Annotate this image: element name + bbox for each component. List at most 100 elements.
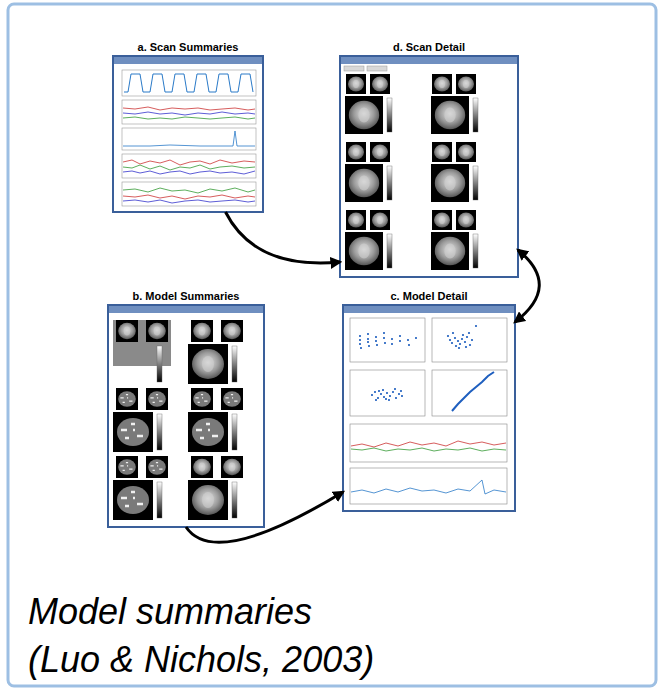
- plot-panel: [432, 318, 507, 362]
- colorbar: [232, 346, 237, 382]
- brain-slice: [370, 210, 390, 230]
- window-b-figure: [108, 305, 264, 527]
- brain-slice: [191, 388, 213, 410]
- window-frame: [113, 56, 263, 212]
- window-title: a. Scan Summaries: [113, 40, 263, 54]
- colorbar: [157, 482, 162, 518]
- brain-slice: [188, 412, 228, 452]
- brain-slice: [116, 388, 138, 410]
- brain-slice: [221, 388, 243, 410]
- window-title: c. Model Detail: [343, 289, 515, 303]
- brain-slice: [431, 164, 469, 202]
- colorbar: [473, 98, 478, 132]
- curved-arrow: [226, 212, 341, 263]
- colorbar: [232, 482, 237, 518]
- figure-caption: Model summaries (Luo & Nichols, 2003): [28, 588, 384, 684]
- brain-slice: [113, 412, 153, 452]
- brain-slice: [221, 320, 243, 342]
- screenshot-window: d. Scan Detail: [340, 40, 518, 277]
- colorbar: [387, 98, 392, 132]
- brain-slice: [345, 164, 383, 202]
- brain-slice: [345, 96, 383, 134]
- trace: [123, 131, 255, 146]
- trace: [123, 107, 255, 110]
- plot-panel: [350, 424, 507, 462]
- plot-panel: [122, 182, 256, 206]
- plot-panel: [122, 128, 256, 150]
- brain-slice: [346, 142, 366, 162]
- window-titlebar: [114, 57, 262, 64]
- trace: [123, 165, 255, 170]
- brain-slice: [456, 210, 476, 230]
- brain-slice: [113, 480, 153, 520]
- window-a-figure: [113, 56, 263, 212]
- window-title: b. Model Summaries: [108, 289, 264, 303]
- scatter-dots: [372, 389, 402, 400]
- brain-slice: [431, 96, 469, 134]
- brain-slice: [345, 232, 383, 270]
- brain-slice: [432, 210, 452, 230]
- plot-panel: [122, 154, 256, 178]
- plot-panel: [350, 318, 425, 362]
- regressor-trace: [124, 74, 253, 92]
- scatter-dots: [448, 326, 476, 348]
- trace: [123, 188, 255, 193]
- trace: [351, 480, 506, 494]
- brain-slice: [146, 388, 168, 410]
- brain-slice: [188, 344, 228, 384]
- window-title: d. Scan Detail: [340, 40, 518, 54]
- brain-slice: [146, 320, 168, 342]
- colorbar: [157, 346, 162, 382]
- brain-slice: [431, 232, 469, 270]
- brain-slice: [456, 142, 476, 162]
- window-d-figure: [340, 56, 518, 277]
- screenshot-window: c. Model Detail: [343, 289, 515, 511]
- colorbar: [473, 166, 478, 200]
- trace: [351, 448, 506, 451]
- brain-slice: [191, 456, 213, 478]
- brain-slice: [370, 74, 390, 94]
- window-frame: [108, 305, 264, 527]
- qq-curve: [452, 372, 494, 411]
- plot-panel: [122, 100, 256, 124]
- outer-frame: [8, 4, 656, 686]
- trace: [123, 200, 255, 203]
- plot-panel: [350, 468, 507, 504]
- plot-panel: [350, 370, 425, 416]
- screenshot-window: b. Model Summaries: [108, 289, 264, 527]
- brain-slice: [191, 320, 213, 342]
- trace: [351, 441, 506, 447]
- toolbar-button: [367, 66, 387, 71]
- toolbar-button: [344, 66, 364, 71]
- window-titlebar: [109, 306, 263, 313]
- brain-slice: [370, 142, 390, 162]
- contrast-map: [113, 320, 171, 366]
- window-c-figure: [343, 305, 515, 511]
- plot-panel: [432, 370, 507, 416]
- colorbar: [157, 414, 162, 450]
- brain-slice: [188, 480, 228, 520]
- trace: [123, 117, 255, 119]
- brain-slice: [456, 74, 476, 94]
- plot-panel: [122, 70, 256, 96]
- curved-arrow: [515, 250, 539, 322]
- trace: [123, 195, 255, 199]
- colorbar: [387, 234, 392, 268]
- screenshot-window: a. Scan Summaries: [113, 40, 263, 212]
- scatter-dots: [360, 333, 416, 348]
- trace: [123, 160, 255, 165]
- brain-slice: [221, 456, 243, 478]
- brain-slice: [116, 456, 138, 478]
- window-titlebar: [344, 306, 514, 313]
- colorbar: [473, 234, 478, 268]
- window-titlebar: [341, 57, 517, 64]
- brain-slice: [346, 210, 366, 230]
- brain-slice: [432, 74, 452, 94]
- brain-slice: [432, 142, 452, 162]
- brain-slice: [346, 74, 366, 94]
- curved-arrow: [186, 492, 343, 542]
